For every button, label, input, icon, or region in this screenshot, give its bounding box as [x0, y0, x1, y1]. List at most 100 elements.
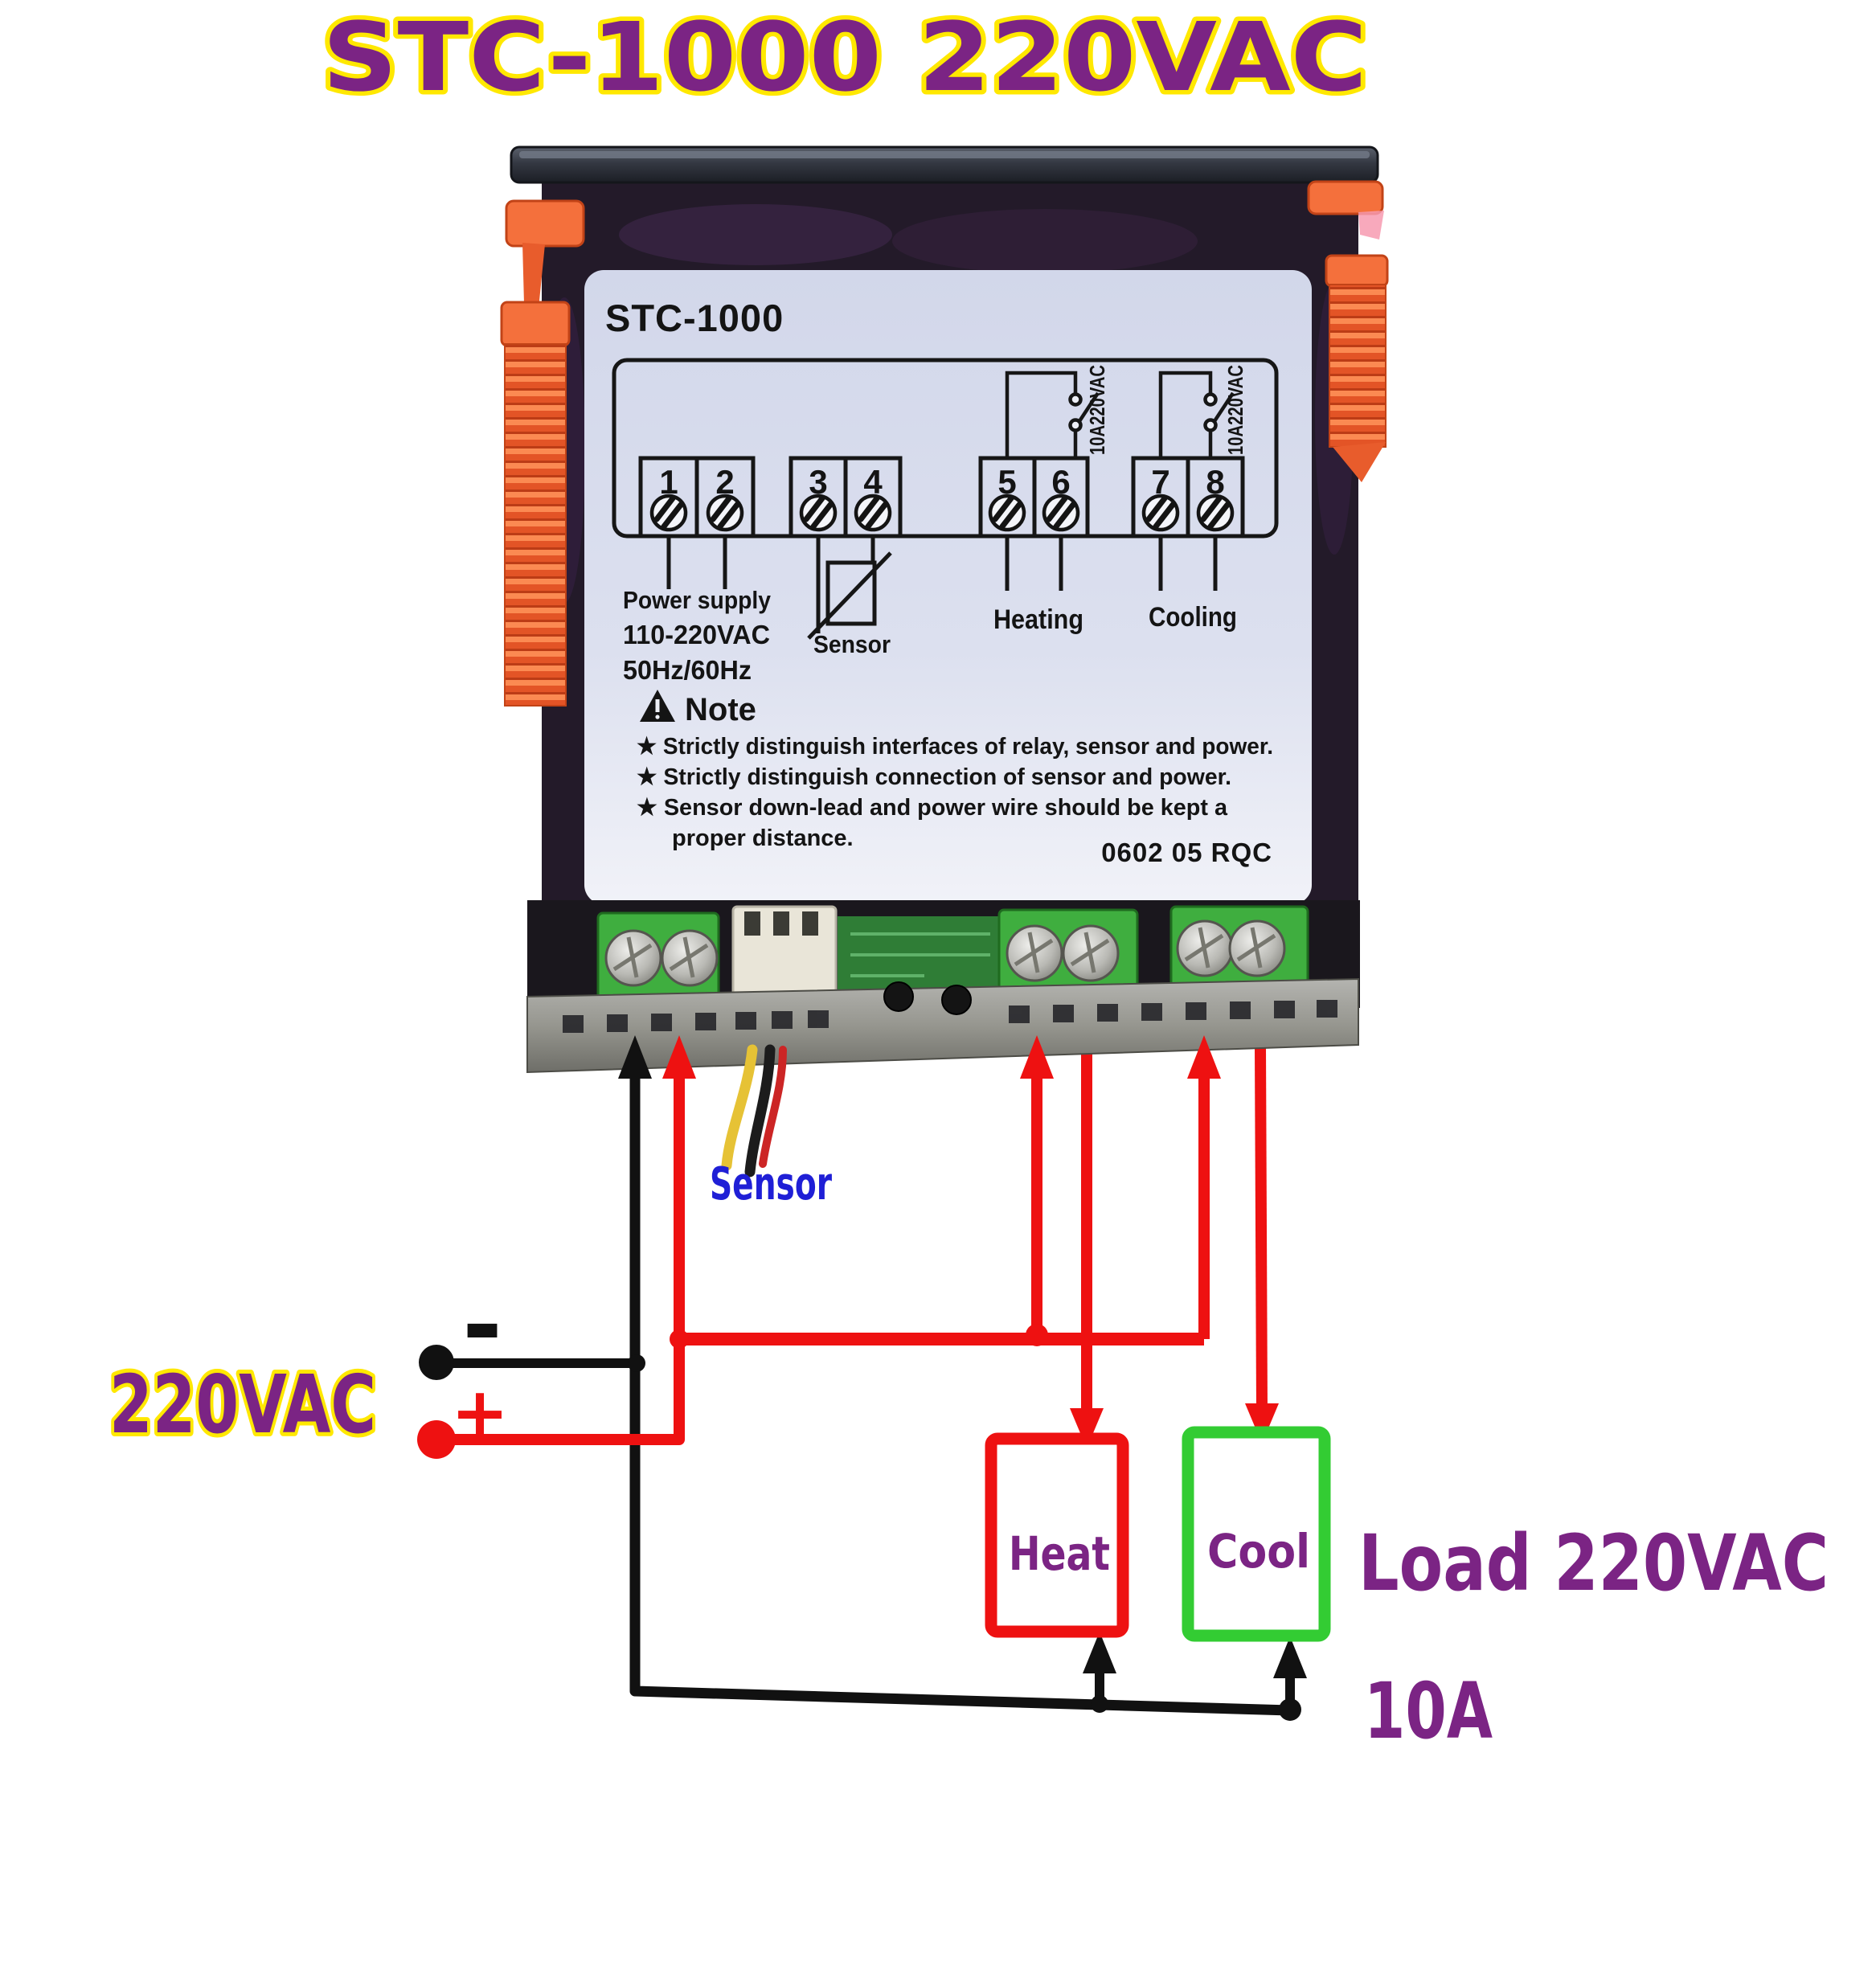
screw-icon: [1178, 921, 1232, 976]
relay-lever: [1078, 391, 1100, 423]
cool-label: Cool: [1207, 1524, 1310, 1579]
thermistor-body: [825, 560, 877, 626]
red-wires: [436, 1044, 1268, 1445]
note-line: proper distance.: [672, 825, 854, 851]
note-line: ★ Strictly distinguish interfaces of rel…: [637, 734, 1273, 760]
terminal-number: 5: [997, 463, 1016, 501]
arrow-down-icon: [1070, 1408, 1104, 1448]
power-supply-line1: Power supply: [623, 586, 772, 614]
screw-icon: [652, 496, 686, 530]
terminal-number: 7: [1151, 463, 1169, 501]
connector-slot: [773, 911, 789, 936]
screw-icon: [1044, 496, 1078, 530]
note-title: Note: [685, 692, 756, 727]
label-code: 0602 05 RQC: [1101, 838, 1272, 867]
screw-icon: [1198, 496, 1232, 530]
terminal-stubs: [666, 536, 1218, 633]
component-cylinder: [883, 981, 914, 1012]
terminal-number: 1: [659, 463, 678, 501]
load-amps-label: 10A: [1364, 1666, 1493, 1756]
heating-caption: Heating: [993, 604, 1083, 635]
connector-slot: [802, 911, 818, 936]
screw-icon: [1230, 921, 1284, 976]
arrow-up-icon: [1273, 1636, 1307, 1678]
note-line: ★ Sensor down-lead and power wire should…: [637, 795, 1228, 821]
cool-load-box: [1182, 1426, 1331, 1642]
junction-dot: [670, 1329, 689, 1349]
label-model: STC-1000: [605, 297, 784, 339]
sensor-probe-wires: [721, 1044, 787, 1178]
arrow-up-icon: [662, 1035, 696, 1079]
screw-icon: [1063, 926, 1118, 981]
screw-icon: [990, 496, 1024, 530]
component-cylinder: [941, 985, 972, 1015]
screw-icon: [1007, 926, 1062, 981]
arrow-up-icon: [1083, 1632, 1116, 1673]
clip-arm-icon: [522, 243, 545, 309]
cooling-caption: Cooling: [1149, 602, 1237, 633]
relay-symbol-heating: [1005, 371, 1100, 458]
terminal-number: 2: [715, 463, 734, 501]
clip-tab-icon: [505, 199, 585, 248]
supply-minus-terminal: [419, 1345, 454, 1380]
red-arrowheads: [662, 1035, 1279, 1448]
junction-dot: [628, 1354, 645, 1372]
lip-notches: [563, 1000, 1337, 1033]
pcb-traces: [850, 932, 990, 977]
arrow-up-icon: [1020, 1035, 1054, 1079]
bezel-highlight: [519, 151, 1370, 158]
relay-lever: [1213, 391, 1235, 423]
screw-icon: [662, 931, 717, 985]
junction-dot: [1026, 1324, 1048, 1346]
connector-slot: [744, 911, 760, 936]
screw-icon: [1144, 496, 1178, 530]
mounting-clips-right: [1307, 180, 1389, 482]
sensor-wire-black: [744, 1044, 776, 1178]
terminal-diagram-frame: [612, 358, 1279, 539]
junction-dot: [1279, 1698, 1301, 1721]
terminal-numbers: 1 2 3 4 5 6 7 8: [659, 463, 1224, 501]
screw-icon: [708, 496, 742, 530]
bottom-lip: [526, 977, 1359, 1074]
screw-icon: [606, 931, 661, 985]
screw-icon: [801, 496, 835, 530]
relay-symbol-cooling: [1158, 371, 1235, 458]
terminal-number: 6: [1051, 463, 1070, 501]
minus-sign: -: [462, 1270, 502, 1382]
live-supply-wire: [436, 1045, 685, 1445]
clip-arm-icon: [1358, 211, 1384, 240]
terminal-number: 8: [1206, 463, 1224, 501]
red-wire-junctions: [417, 1324, 1048, 1459]
supply-voltage-label: 220VAC: [109, 1358, 376, 1452]
power-supply-line3: 50Hz/60Hz: [623, 655, 752, 685]
cool-output-wire: [1255, 1044, 1268, 1412]
black-arrowheads: [618, 1035, 1307, 1678]
supply-plus-terminal: [417, 1420, 456, 1459]
sensor-caption: Sensor: [813, 630, 891, 658]
clip-tab-icon: [1307, 180, 1384, 215]
clip-ratchet-icon: [504, 343, 567, 707]
clip-head-icon: [1325, 254, 1389, 288]
sensor-wire-label: Sensor: [710, 1158, 832, 1210]
spec-label-content: STC-1000 1 2 3 4 5 6 7: [605, 297, 1279, 867]
black-wires: [436, 1045, 1295, 1716]
heat-load-box: [985, 1432, 1129, 1638]
clip-point-icon: [1333, 442, 1386, 482]
pcb: [838, 916, 1003, 998]
case-sheen: [619, 204, 892, 265]
arrow-down-icon: [1245, 1403, 1279, 1444]
junction-dot: [1091, 1695, 1108, 1713]
clip-head-icon: [500, 301, 571, 347]
black-wire-junctions: [419, 1345, 1301, 1721]
relay-rating-heating: 10A220VAC: [1085, 365, 1109, 455]
thermistor-symbol: [807, 551, 892, 640]
heat-label: Heat: [1009, 1526, 1110, 1581]
spec-label: [584, 270, 1312, 904]
relay-rating-cooling: 10A220VAC: [1223, 365, 1247, 455]
mounting-clips-left: [500, 199, 585, 707]
note-line: ★ Strictly distinguish connection of sen…: [637, 764, 1231, 790]
warning-icon: [640, 690, 675, 722]
case-sheen: [892, 209, 1198, 273]
